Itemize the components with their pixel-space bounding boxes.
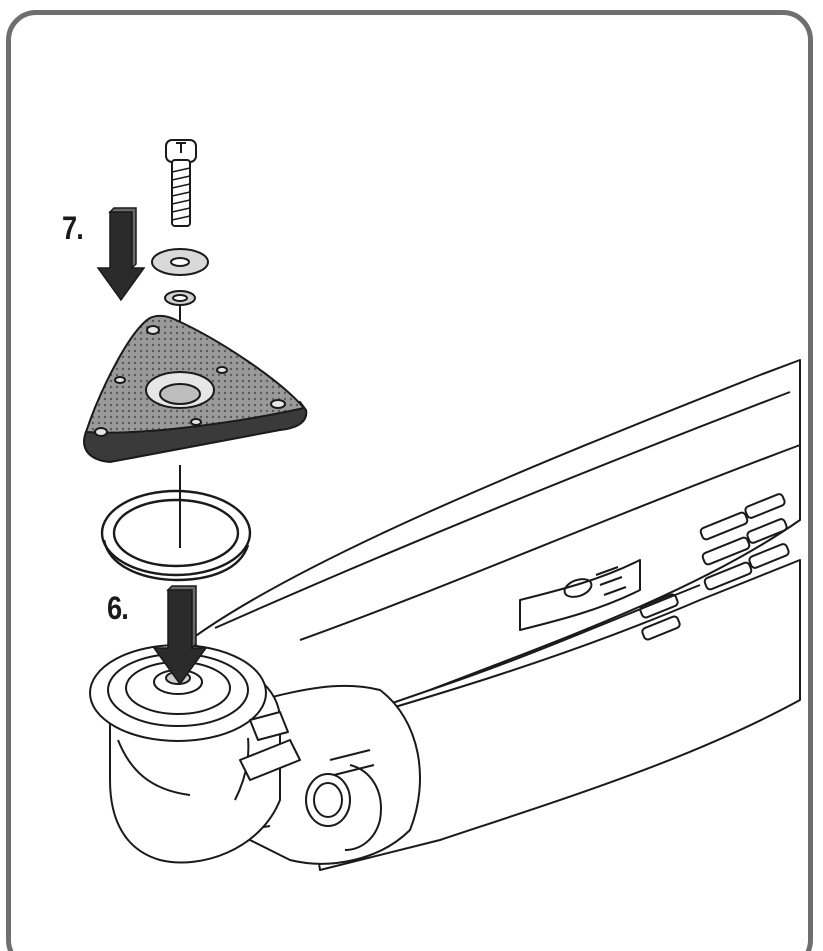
multitool-body: [89, 359, 801, 871]
adapter-ring: [100, 489, 252, 582]
triangular-sanding-pad: [83, 314, 308, 464]
screw: [165, 139, 197, 227]
arrow-down-icon: [152, 585, 208, 686]
step-6-label: 6.: [107, 590, 129, 626]
small-washer: [164, 290, 196, 306]
arrow-down-icon: [96, 207, 146, 302]
step-7-label: 7.: [62, 210, 84, 246]
washer: [151, 248, 209, 276]
